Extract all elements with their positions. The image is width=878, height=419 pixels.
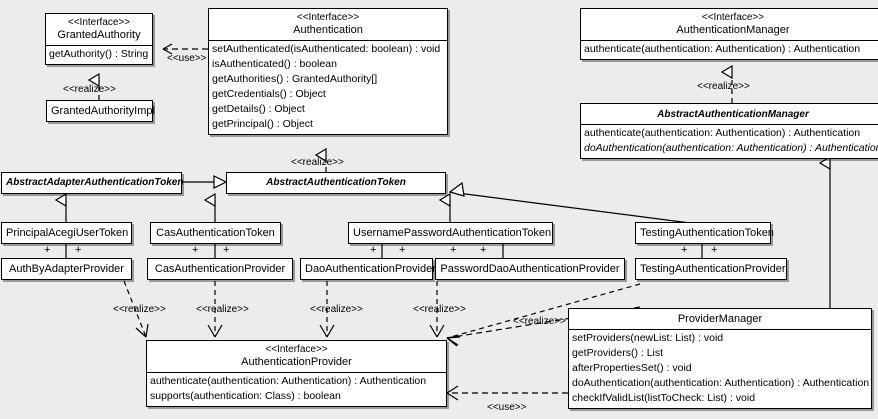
member-row: getDetails() : Object [212,103,305,115]
class-provider-manager-header: ProviderManager [569,309,871,329]
class-authentication-manager-members: authenticate(authentication: Authenticat… [581,40,878,59]
class-principal-acegi-user-token[interactable]: PrincipalAcegiUserToken [1,222,132,244]
member-row: doAuthentication(authentication: Authent… [572,377,870,389]
class-provider-manager[interactable]: ProviderManager setProviders(newList: Li… [568,308,872,409]
class-name-label: AuthenticationManager [676,24,790,36]
class-abstract-authentication-manager-header: AbstractAuthenticationManager [581,104,878,124]
class-granted-authority-impl[interactable]: GrantedAuthorityImpl [46,100,155,122]
association-plus-marker: + [450,244,457,256]
class-name-label: UsernamePasswordAuthenticationToken [353,227,552,239]
class-name-label: AbstractAuthenticationToken [266,177,406,188]
class-authentication-provider-header: <<Interface>> AuthenticationProvider [147,341,446,372]
class-name-label: AbstractAdapterAuthenticationToken [6,177,184,188]
class-authentication-provider[interactable]: <<Interface>> AuthenticationProvider aut… [146,340,447,407]
association-plus-marker: + [480,244,487,256]
class-cas-authentication-token[interactable]: CasAuthenticationToken [150,222,281,244]
class-name-label: TestingAuthenticationProvider [640,263,786,275]
class-abstract-authentication-token[interactable]: AbstractAuthenticationToken [226,172,446,194]
class-password-dao-authentication-provider[interactable]: PasswordDaoAuthenticationProvider [435,258,625,280]
edge-label-realize-password-dao-provider: <<realize>> [413,304,466,315]
association-plus-marker: + [192,244,199,256]
edge-label-realize-dao-provider: <<realize>> [310,304,363,315]
class-auth-by-adapter-provider[interactable]: AuthByAdapterProvider [1,258,132,280]
member-row: setAuthenticated(isAuthenticated: boolea… [212,43,441,55]
class-name-label: CasAuthenticationToken [156,227,275,239]
edge-label-realize-abstract-authentication-token: <<realize>> [291,157,344,168]
association-plus-marker: + [681,244,688,256]
class-authentication-header: <<Interface>> Authentication [209,9,447,40]
class-abstract-authentication-manager-members: authenticate(authentication: Authenticat… [581,124,878,158]
class-name-label: CasAuthenticationProvider [154,263,286,275]
class-testing-authentication-provider[interactable]: TestingAuthenticationProvider [635,258,787,280]
class-username-password-authentication-token[interactable]: UsernamePasswordAuthenticationToken [348,222,553,244]
member-row: authenticate(authentication: Authenticat… [584,43,861,55]
edge-label-realize-cas-provider: <<realize>> [196,304,249,315]
edge-label-use-provider-manager: <<use>> [487,402,527,413]
stereotype-label: <<Interface>> [296,12,360,23]
association-plus-marker: + [711,244,718,256]
class-provider-manager-members: setProviders(newList: List) : void getPr… [569,329,871,408]
stereotype-label: <<Interface>> [701,12,765,23]
class-name-label: DaoAuthenticationProvider [305,263,436,275]
edge-label-realize-abstract-authentication-manager: <<realize>> [697,81,750,92]
class-authentication-manager-header: <<Interface>> AuthenticationManager [581,9,878,40]
class-name-label: Authentication [293,24,363,36]
member-row: doAuthentication(authentication: Authent… [584,142,878,154]
class-authentication-provider-members: authenticate(authentication: Authenticat… [147,372,446,406]
class-granted-authority-members: getAuthority() : String [46,45,152,64]
member-row: authenticate(authentication: Authenticat… [584,127,861,139]
class-name-label: AuthenticationProvider [241,356,352,368]
edge-label-realize-auth-by-adapter-provider: <<realize>> [113,304,166,315]
member-row: getCredentials() : Object [212,88,326,100]
class-dao-authentication-provider[interactable]: DaoAuthenticationProvider [300,258,436,280]
association-plus-marker: + [399,244,406,256]
member-row: supports(authentication: Class) : boolea… [150,390,341,402]
class-granted-authority[interactable]: <<Interface>> GrantedAuthority getAuthor… [45,13,153,65]
class-name-label: ProviderManager [677,313,763,325]
class-name-label: PasswordDaoAuthenticationProvider [440,263,620,275]
class-name-label: PrincipalAcegiUserToken [6,227,129,239]
member-row: getPrincipal() : Object [212,118,313,130]
class-abstract-authentication-manager[interactable]: AbstractAuthenticationManager authentica… [580,103,878,159]
edge-testing-token-extends-abstract-authentication-token [448,181,691,224]
class-name-label: GrantedAuthorityImpl [51,105,155,117]
class-authentication[interactable]: <<Interface>> Authentication setAuthenti… [208,8,448,135]
edge-abstract-adapter-token-to-abstract-authentication-token [182,175,228,189]
edge-label-realize-granted-authority-impl: <<realize>> [63,84,116,95]
member-row: getAuthority() : String [49,48,149,60]
class-testing-authentication-token[interactable]: TestingAuthenticationToken [635,222,774,244]
class-name-label: TestingAuthenticationToken [640,227,774,239]
edge-label-realize-provider-manager: <<realize>> [513,316,566,327]
class-name-label: GrantedAuthority [57,29,141,41]
class-granted-authority-header: <<Interface>> GrantedAuthority [46,14,152,45]
association-plus-marker: + [370,244,377,256]
member-row: checkIfValidList(listToCheck: List) : vo… [572,392,756,404]
association-plus-marker: + [44,244,51,256]
class-name-label: AuthByAdapterProvider [9,263,124,275]
member-row: afterPropertiesSet() : void [572,362,692,374]
member-row: getAuthorities() : GrantedAuthority[] [212,73,378,85]
class-name-label: AbstractAuthenticationManager [657,109,809,120]
member-row: isAuthenticated() : boolean [212,58,337,70]
association-plus-marker: + [75,244,82,256]
class-authentication-members: setAuthenticated(isAuthenticated: boolea… [209,40,447,134]
association-plus-marker: + [223,244,230,256]
edge-label-use-granted-authority: <<use>> [167,53,207,64]
class-authentication-manager[interactable]: <<Interface>> AuthenticationManager auth… [580,8,878,60]
class-cas-authentication-provider[interactable]: CasAuthenticationProvider [147,258,293,280]
class-abstract-adapter-authentication-token[interactable]: AbstractAdapterAuthenticationToken [1,172,184,194]
member-row: getProviders() : List [572,347,664,359]
stereotype-label: <<Interface>> [67,17,131,28]
stereotype-label: <<Interface>> [265,344,328,355]
member-row: setProviders(newList: List) : void [572,332,724,344]
member-row: authenticate(authentication: Authenticat… [150,375,427,387]
